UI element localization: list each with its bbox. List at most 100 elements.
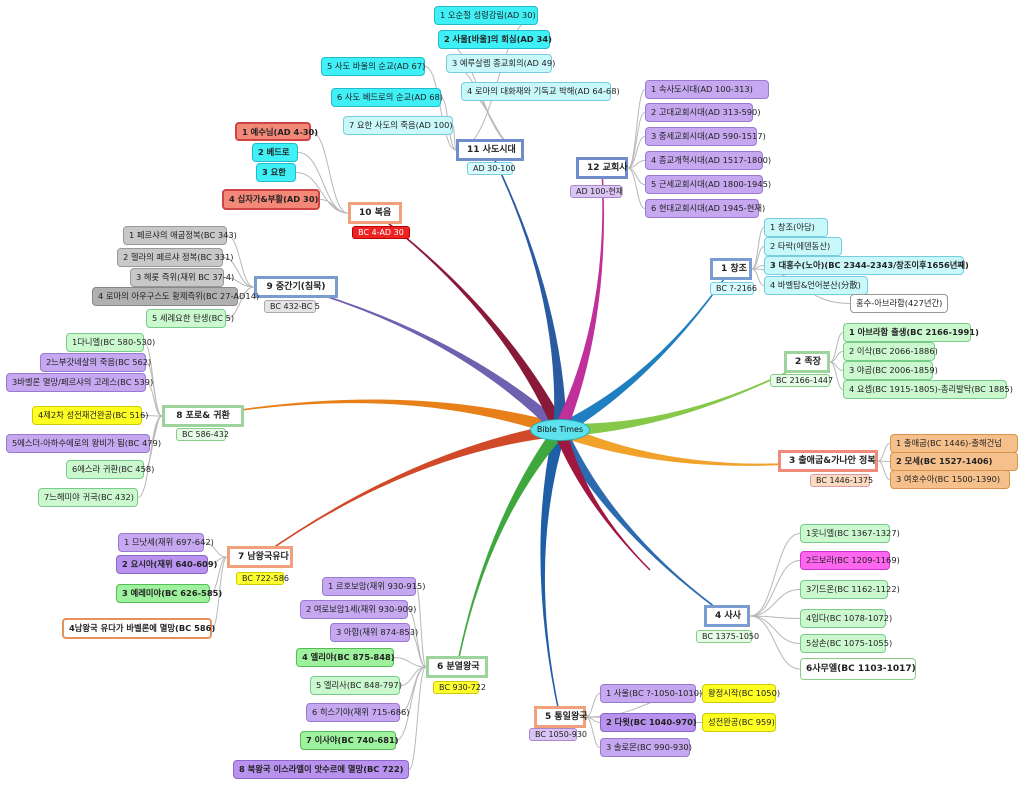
t5-leaf-1[interactable]: 1 사울(BC ?-1050-1010) [600,684,702,703]
t9-leaf-4[interactable]: 4 로마의 아우구스도 황제즉위(BC 27-AD14) [92,287,259,306]
t11-leaf-1[interactable]: 1 오순절 성령강림(AD 30) [434,6,538,25]
t4-leaf-2[interactable]: 2드보라(BC 1209-1169) [800,551,900,570]
t3-leaf-3[interactable]: 3 여호수아(BC 1500-1390) [890,470,1010,489]
t8-leaf-3[interactable]: 3바벨론 멸망/페르샤의 고레스(BC 539) [6,373,153,392]
t5-leaf-3[interactable]: 2 다윗(BC 1040-970) [600,713,697,732]
t6-leaf-2[interactable]: 2 여로보암1세(재위 930-909) [300,600,416,619]
t12-leaf-6[interactable]: 6 현대교회시대(AD 1945-현재) [645,199,765,218]
t4-leaf-4[interactable]: 4입다(BC 1078-1072) [800,609,892,628]
t10-connector-4 [319,199,349,214]
t4-leaf-3[interactable]: 3기드온(BC 1162-1122) [800,580,900,599]
t2-leaf-4[interactable]: 4 요셉(BC 1915-1805)-총리발탁(BC 1885) [843,380,1013,399]
t8-leaf-5[interactable]: 5에스더-아하수에로의 왕비가 됨(BC 479) [6,434,161,453]
topic-12[interactable]: 12 교회사 [576,157,628,179]
t7-leaf-3[interactable]: 3 예레미야(BC 626-585) [116,584,222,603]
t11-leaf-5[interactable]: 5 사도 바울의 순교(AD 67) [321,57,425,76]
t12-leaf-4[interactable]: 4 종교개혁시대(AD 1517-1800) [645,151,771,170]
t2-leaf-3[interactable]: 3 야곱(BC 2006-1859) [843,361,938,380]
t2-leaf-2[interactable]: 2 이삭(BC 2066-1886) [843,342,938,361]
t2-connector-1 [829,332,844,363]
t10-leaf-2[interactable]: 2 베드로 [252,143,298,162]
t9-connector-2 [222,257,255,288]
t1-leaf-2[interactable]: 2 타락(에덴동산) [764,237,842,256]
topic-8-range: BC 586-432 [176,428,229,441]
t11-leaf-2[interactable]: 2 사울[바울]의 회심(AD 34) [438,30,552,49]
t4-connector-1 [749,533,801,617]
t11-leaf-4[interactable]: 4 로마의 대화재와 기독교 박해(AD 64-68) [461,82,620,101]
t8-connector-7 [137,415,163,498]
t11-leaf-3[interactable]: 3 예루살렘 종교회의(AD 49) [446,54,555,73]
t2-leaf-1[interactable]: 1 아브라함 출생(BC 2166-1991) [843,323,979,342]
t1-leaf-1[interactable]: 1 창조(아담) [764,218,828,237]
topic-3[interactable]: 3 출애굽&가나안 정복 [778,450,878,472]
t7-connector-1 [203,542,228,558]
topic-1[interactable]: 1 창조 [710,258,752,280]
topic-5[interactable]: 5 통일왕국 [534,706,588,728]
t7-leaf-1[interactable]: 1 므낫세(재위 697-642) [118,533,214,552]
t10-connector-1 [310,131,349,214]
t8-leaf-2[interactable]: 2느부갓네살의 죽음(BC 562) [40,353,151,372]
branch-11 [489,149,567,433]
topic-9-range: BC 432-BC 5 [264,300,320,313]
t4-leaf-5[interactable]: 5삼손(BC 1075-1055) [800,634,892,653]
topic-2[interactable]: 2 족장 [784,351,830,373]
t5-connector-1 [585,693,601,718]
t6-leaf-5[interactable]: 5 엘리사(BC 848-797) [310,676,402,695]
t8-leaf-7[interactable]: 7느헤미야 귀국(BC 432) [38,488,138,507]
t5-leaf-5[interactable]: 3 솔로몬(BC 990-930) [600,738,692,757]
t4-connector-6 [749,615,801,670]
t6-leaf-6[interactable]: 6 히스기야(재위 715-686) [306,703,410,722]
t12-leaf-2[interactable]: 2 고대교회시대(AD 313-590) [645,103,761,122]
t10-leaf-4[interactable]: 4 십자가&부활(AD 30) [222,189,320,210]
t11-leaf-7[interactable]: 7 요한 사도의 죽음(AD 100) [343,116,453,135]
branch-8 [202,399,562,438]
topic-7[interactable]: 7 남왕국유다 [227,546,293,568]
t10-leaf-1[interactable]: 1 예수님(AD 4-30) [235,122,318,141]
t12-leaf-5[interactable]: 5 근세교회시대(AD 1800-1945) [645,175,771,194]
t6-leaf-8[interactable]: 8 북왕국 이스라엘이 앗수르에 멸망(BC 722) [233,760,409,779]
t6-leaf-1[interactable]: 1 르호보암(재위 930-915) [322,577,426,596]
branch-5 [540,429,568,718]
t9-leaf-1[interactable]: 1 페르샤의 애굽정복(BC 343) [123,226,237,245]
t4-leaf-1[interactable]: 1옷니엘(BC 1367-1327) [800,524,900,543]
t12-leaf-1[interactable]: 1 속사도시대(AD 100-313) [645,80,769,99]
topic-8[interactable]: 8 포로& 귀환 [162,405,244,427]
center-node[interactable]: Bible Times [530,419,590,441]
t9-leaf-3[interactable]: 3 헤롯 즉위(재위 BC 37-4) [130,268,234,287]
topic-12-range: AD 100-현재 [570,185,623,198]
t6-leaf-7[interactable]: 7 이사야(BC 740-681) [300,731,399,750]
t6-connector-4 [393,657,427,668]
t4-leaf-6[interactable]: 6사무엘(BC 1103-1017) [800,658,916,680]
t7-leaf-4[interactable]: 4남왕국 유다가 바벨론에 멸망(BC 586) [62,618,215,639]
topic-4[interactable]: 4 사사 [704,605,750,627]
t3-leaf-1[interactable]: 1 출애굽(BC 1446)-출해건넘 [890,434,1018,453]
t8-leaf-4[interactable]: 4제2차 성전재건완공(BC 516) [32,406,149,425]
t10-leaf-3[interactable]: 3 요한 [256,163,296,182]
t6-leaf-4[interactable]: 4 엘리야(BC 875-848) [296,648,395,667]
topic-4-range: BC 1375-1050 [696,630,759,643]
t8-leaf-1[interactable]: 1다니엘(BC 580-530) [66,333,155,352]
t1-connector-2 [751,246,765,270]
t4-connector-2 [749,560,801,617]
t12-leaf-3[interactable]: 3 중세교회시대(AD 590-1517) [645,127,766,146]
t9-leaf-5[interactable]: 5 세례요한 탄생(BC 5) [146,309,234,328]
t9-leaf-2[interactable]: 2 헬라의 페르샤 정복(BC 331) [117,248,234,267]
t3-leaf-2[interactable]: 2 모세(BC 1527-1406) [890,452,1018,471]
t4-connector-3 [749,589,801,617]
t11-leaf-6[interactable]: 6 사도 베드로의 순교(AD 68) [331,88,443,107]
t5-connector-5 [585,716,601,748]
t1-leaf-5[interactable]: 홍수-아브라함(427년간) [850,294,948,313]
topic-6[interactable]: 6 분열왕국 [426,656,488,678]
t5-leaf-2[interactable]: 왕정시작(BC 1050) [702,684,780,703]
topic-9[interactable]: 9 중간기(침묵) [254,276,338,298]
t8-leaf-6[interactable]: 6에스라 귀환(BC 458) [66,460,154,479]
t1-leaf-4[interactable]: 4 바벨탑&언어분산(分散) [764,276,868,295]
t9-connector-3 [223,277,255,288]
branch-2 [557,361,808,437]
t6-leaf-3[interactable]: 3 아합(재위 874-853) [330,623,418,642]
t7-leaf-2[interactable]: 2 요시아(재위 640-609) [116,555,217,574]
topic-10[interactable]: 10 복음 [348,202,402,224]
topic-11[interactable]: 11 사도시대 [456,139,524,161]
t1-leaf-3[interactable]: 3 대홍수(노아)(BC 2344-2343/창조이후1656년째) [764,256,969,275]
t5-leaf-4[interactable]: 성전완공(BC 959) [702,713,776,732]
